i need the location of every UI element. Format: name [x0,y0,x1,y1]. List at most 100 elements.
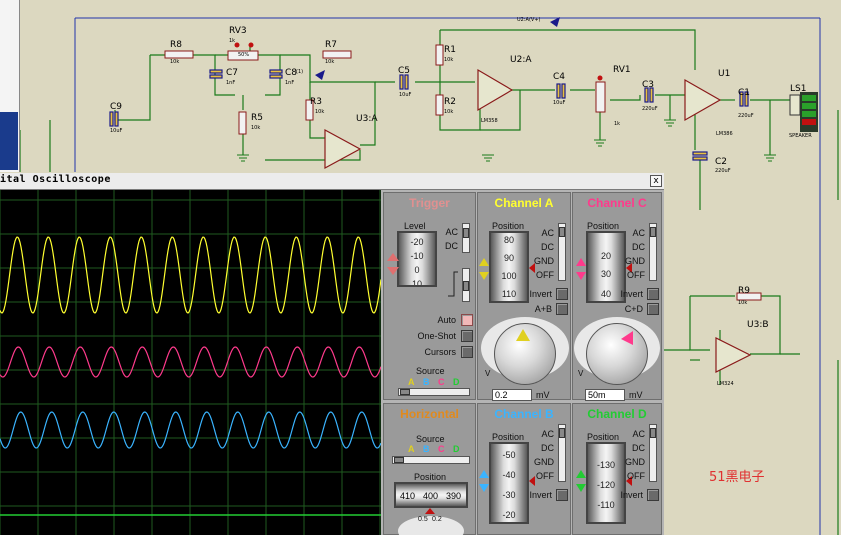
channel-a-dc-label: DC [541,242,554,252]
channel-b-arrow-icon [479,470,489,492]
c5-label: C5 [398,66,411,76]
channel-d-off-label: OFF [627,471,645,481]
channel-c-knob-pointer-icon [621,331,633,345]
channel-a-tick: 100 [501,271,517,281]
channel-c-position-label: Position [587,221,620,231]
channel-b-invert-label: Invert [529,490,552,500]
channel-a-tick: 80 [503,235,514,245]
channel-b-invert-button[interactable] [556,489,568,501]
channel-d-invert-button[interactable] [647,489,659,501]
rv1-value: 1k [614,121,621,127]
channel-a-waveform [0,236,381,314]
r9-label: R9 [738,286,750,296]
channel-b-coupling-switch[interactable] [558,424,566,482]
channel-c-ac-label: AC [632,228,645,238]
oscilloscope-screen[interactable] [0,190,381,535]
channel-d-tick: -130 [596,460,615,470]
channel-d-position-roller[interactable]: -130 -120 -110 [586,442,626,524]
control-panel: Trigger Level -20 -10 0 10 AC DC Auto On… [381,190,664,535]
speaker-body [789,94,801,116]
horizontal-marker-icon [425,508,435,514]
channel-a-position-roller[interactable]: 80 90 100 110 [489,231,529,303]
channel-c-cplusd-button[interactable] [647,303,659,315]
close-button[interactable]: x [650,175,662,187]
channel-b-position-roller[interactable]: -50 -40 -30 -20 [489,442,529,524]
trigger-coupling-switch[interactable] [462,223,470,253]
c8-label: C8 [285,68,298,78]
rv3-percent: 50% [238,52,250,58]
horizontal-source-a: A [408,444,415,454]
channel-a-marker-icon [529,263,535,273]
rv3-adjust-up[interactable] [248,42,254,48]
channel-c-invert-button[interactable] [647,288,659,300]
trigger-source-slider[interactable] [398,388,470,396]
left-panel-tab[interactable] [0,112,18,170]
r2-value: 10k [444,109,454,115]
u1-label: U1 [718,69,731,79]
c2-label: C2 [715,157,728,167]
rv3-adjust-down[interactable] [234,42,240,48]
channel-d-coupling-switch[interactable] [649,424,657,482]
horizontal-section: Horizontal Source A B C D Position 410 4… [383,403,476,535]
r3-label: R3 [310,97,322,107]
horizontal-position-roller[interactable]: 410 400 390 [394,482,468,508]
watermark: 51黑电子 [709,470,765,485]
trigger-cursors-button[interactable] [461,346,473,358]
channel-c-title: Channel C [587,196,647,210]
channel-b-ac-label: AC [541,429,554,439]
r7-value: 10k [325,59,335,65]
channel-c-volts-knob[interactable] [586,323,648,385]
resistors [164,44,762,301]
trigger-oneshot-button[interactable] [461,330,473,342]
c7-label: C7 [226,68,239,78]
channel-d-arrow-icon [576,470,586,492]
channel-d-tick: -120 [596,480,615,490]
oscilloscope-titlebar[interactable]: ital Oscilloscope x [0,173,664,190]
channel-c-position-roller[interactable]: 20 30 40 [586,231,626,303]
channel-b-off-label: OFF [536,471,554,481]
rv3-pot[interactable] [227,50,259,61]
trigger-dc-label: DC [445,241,458,251]
channel-b-section: Channel B Position -50 -40 -30 -20 AC DC… [477,403,571,535]
channel-d-section: Channel D Position -130 -120 -110 AC DC … [572,403,662,535]
opamps [324,68,752,373]
channel-d-title: Channel D [587,407,647,421]
channel-a-arrow-icon [479,258,489,280]
trigger-edge-switch[interactable] [462,268,470,302]
channel-c-volts-field[interactable]: 50m [585,389,625,401]
channel-c-tick: 20 [600,251,611,261]
horizontal-position-label: Position [414,472,447,482]
channel-a-invert-button[interactable] [556,288,568,300]
capacitors [109,69,749,161]
trigger-auto-label: Auto [437,315,456,325]
channel-c-section: Channel C Position 20 30 40 AC DC GND OF… [572,192,662,401]
channel-b-waveform [0,411,381,449]
left-side-panel[interactable] [0,0,20,172]
c9-value: 10uF [110,128,123,134]
trigger-edge-icon [448,271,458,297]
channel-a-aplusb-button[interactable] [556,303,568,315]
u3a-label: U3:A [356,114,378,124]
channel-a-coupling-switch[interactable] [558,223,566,281]
rv1-pot[interactable] [595,81,606,113]
channel-c-arrow-icon [576,258,586,280]
c1-value: 220uF [738,113,754,119]
channel-a-volts-field[interactable]: 0.2 [492,389,532,401]
r8-label: R8 [170,40,182,50]
channel-c-tick: 40 [600,289,611,299]
channel-b-marker-icon [529,476,535,486]
channel-c-coupling-switch[interactable] [649,223,657,281]
horizontal-source-slider[interactable] [392,456,470,464]
trigger-auto-button[interactable] [461,314,473,326]
channel-a-aplusb-label: A+B [534,304,552,314]
trigger-source-a: A [408,377,415,387]
rv1-adjust[interactable] [597,75,603,81]
screen-grid [0,190,381,535]
trigger-level-roller[interactable]: -20 -10 0 10 [397,231,437,287]
channel-b-tick: -30 [502,490,516,500]
trigger-ac-label: AC [445,227,458,237]
channel-c-dc-label: DC [632,242,645,252]
horizontal-tick: 400 [423,491,439,501]
r5-label: R5 [251,113,263,123]
